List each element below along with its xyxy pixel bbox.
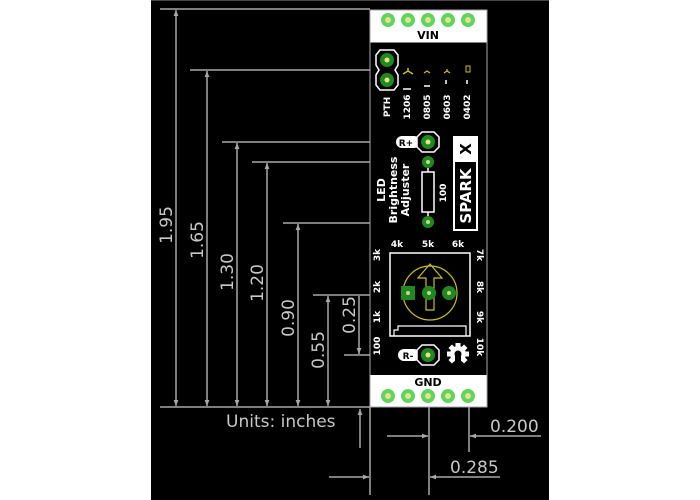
scale-6k: 6k [452, 240, 465, 250]
dim-label-1-95: 1.95 [157, 206, 177, 244]
scale-100: 100 [373, 337, 383, 356]
dim-label-1-65: 1.65 [188, 221, 208, 259]
dim-label-0-25: 0.25 [340, 296, 360, 334]
bottom-header-pins [381, 389, 475, 403]
scale-1k: 1k [373, 310, 383, 323]
pth-label: PTH [383, 97, 393, 117]
sparkx-logo: SPARK X [453, 136, 478, 231]
title-line-1: LED [375, 178, 388, 202]
scale-7k: 7k [474, 249, 484, 262]
pcb-board: VIN GND PTH 1206 0805 0603 0402 R+ [369, 9, 488, 408]
scale-9k: 9k [474, 311, 484, 324]
title-line-2: Brightness [387, 156, 400, 223]
scale-3k: 3k [373, 248, 383, 261]
horizontal-dimensions [329, 407, 541, 495]
vertical-dimensions [160, 8, 370, 448]
dim-label-0-200: 0.200 [490, 417, 539, 437]
scale-8k: 8k [474, 281, 484, 294]
top-header-pins [381, 13, 475, 27]
dim-label-0-285: 0.285 [450, 458, 499, 478]
dim-label-1-20: 1.20 [248, 264, 268, 302]
units-label: Units: inches [226, 412, 336, 432]
resistor-outline [421, 171, 435, 213]
r-minus-label: R- [403, 352, 414, 362]
size-0805-label: 0805 [423, 94, 433, 119]
svg-text:X: X [457, 143, 475, 155]
r-plus-label: R+ [399, 139, 413, 149]
open-hardware-gear-icon [447, 343, 469, 366]
svg-text:SPARK: SPARK [457, 167, 475, 224]
jumper-marks [402, 65, 471, 75]
size-0603-label: 0603 [443, 94, 453, 119]
dim-label-1-30: 1.30 [218, 253, 238, 291]
dim-label-0-90: 0.90 [279, 299, 299, 337]
vin-label: VIN [417, 29, 439, 42]
scale-4k: 4k [391, 240, 404, 250]
size-0402-label: 0402 [463, 94, 473, 119]
r-minus-badge [398, 349, 420, 361]
scale-2k: 2k [373, 280, 383, 293]
resistor-value: 100 [439, 184, 449, 203]
potentiometer [389, 252, 471, 337]
dim-label-0-55: 0.55 [309, 331, 329, 369]
r-plus-badge [396, 136, 420, 148]
title-line-3: Adjuster [399, 163, 412, 216]
scale-5k: 5k [422, 240, 435, 250]
size-1206-label: 1206 [403, 94, 413, 119]
scale-10k: 10k [474, 338, 484, 358]
pth-jumper [375, 49, 399, 91]
gnd-label: GND [414, 376, 441, 389]
